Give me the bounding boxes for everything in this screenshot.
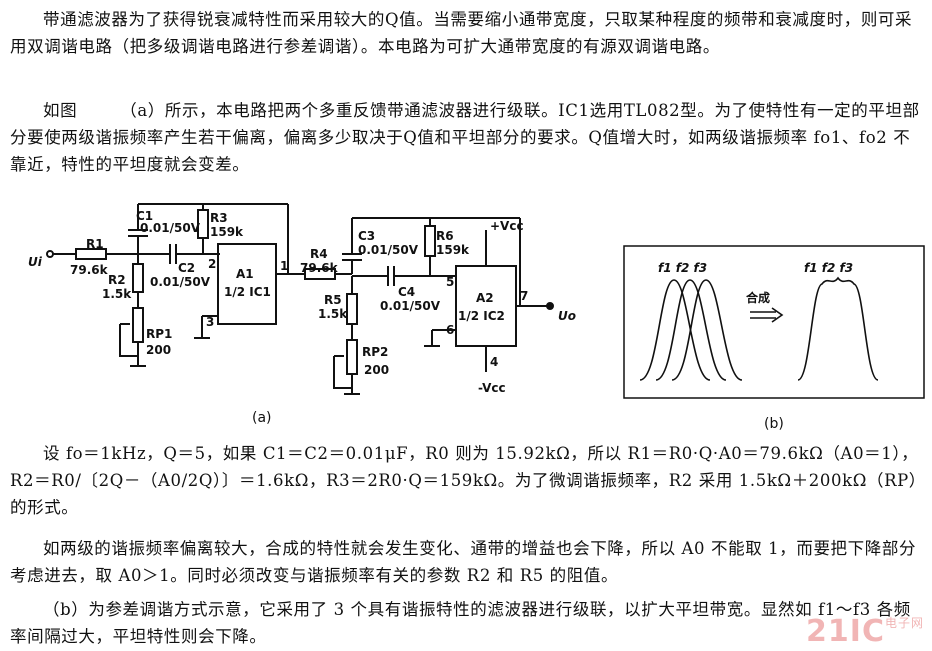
c2-value: 0.01/50V xyxy=(150,275,211,289)
paragraph-detuning-text: 如两级的谐振频率偏离较大，合成的特性就会发生变化、通带的增益也会下降，所以 A0… xyxy=(10,539,917,585)
figure-b-caption: (b) xyxy=(764,416,784,430)
a2-pin4: 4 xyxy=(490,355,498,369)
c4-value: 0.01/50V xyxy=(380,299,441,313)
paragraph-detuning: 如两级的谐振频率偏离较大，合成的特性就会发生变化、通带的增益也会下降，所以 A0… xyxy=(10,535,925,589)
c3-name: C3 xyxy=(358,229,375,243)
right-frequency-labels: f1 f2 f3 xyxy=(804,261,853,275)
vcc-positive: +Vcc xyxy=(490,219,524,233)
a1-pin1: 1 xyxy=(280,259,288,273)
a1-pin3: 3 xyxy=(206,315,214,329)
a1-pin2: 2 xyxy=(208,257,216,271)
c3-value: 0.01/50V xyxy=(358,243,419,257)
a2-value: 1/2 IC2 xyxy=(458,309,505,323)
stagger-tuning-figure: f1 f2 f3 f1 f2 f3 合成 (b) xyxy=(623,245,925,430)
circuit-diagram: Ui C1 0.01/50V R3 159k R1 79.6k C2 0.01/… xyxy=(28,203,576,426)
r3-name: R3 xyxy=(210,211,228,225)
paragraph-intro: 带通滤波器为了获得锐衰减特性而采用较大的Q值。当需要缩小通带宽度，只取某种程度的… xyxy=(10,6,925,60)
c2-name: C2 xyxy=(178,261,195,275)
figure-a-caption: (a) xyxy=(252,410,272,426)
vcc-negative: -Vcc xyxy=(478,381,506,395)
r1-name: R1 xyxy=(86,237,104,251)
a2-name: A2 xyxy=(476,291,494,305)
a2-pin7: 7 xyxy=(520,289,528,303)
a1-value: 1/2 IC1 xyxy=(224,285,271,299)
rp1-value: 200 xyxy=(146,343,171,357)
r1-value: 79.6k xyxy=(70,263,109,277)
paragraph-figure-b: （b）为参差调谐方式示意，它采用了 3 个具有谐振特性的滤波器进行级联，以扩大平… xyxy=(10,596,925,650)
a1-name: A1 xyxy=(236,267,254,281)
input-label: Ui xyxy=(28,255,43,269)
rp2-value: 200 xyxy=(364,363,389,377)
output-label: Uo xyxy=(558,309,576,323)
a2-pin5: 5 xyxy=(446,275,454,289)
watermark-sub: 电子网 xyxy=(884,616,924,630)
rp1-name: RP1 xyxy=(146,327,172,341)
watermark-brand: 21IC xyxy=(806,614,885,649)
r4-name: R4 xyxy=(310,247,328,261)
r2-name: R2 xyxy=(108,273,126,287)
paragraph-figure-b-text: （b）为参差调谐方式示意，它采用了 3 个具有谐振特性的滤波器进行级联，以扩大平… xyxy=(10,600,911,646)
paragraph-design-values-text: 设 fo＝1kHz，Q＝5，如果 C1＝C2＝0.01μF，R0 则为 15.9… xyxy=(10,444,919,517)
r4-value: 79.6k xyxy=(300,261,339,275)
c1-value: 0.01/50V xyxy=(140,221,201,235)
c4-name: C4 xyxy=(398,285,415,299)
r6-value: 159k xyxy=(436,243,470,257)
paragraph-circuit-desc-text: 如图 （a）所示，本电路把两个多重反馈带通滤波器进行级联。IC1选用TL082型… xyxy=(10,101,920,174)
left-frequency-labels: f1 f2 f3 xyxy=(658,261,707,275)
r2-value: 1.5k xyxy=(102,287,132,301)
r5-name: R5 xyxy=(324,293,342,307)
a2-pin6: 6 xyxy=(446,323,454,337)
r6-name: R6 xyxy=(436,229,454,243)
paragraph-circuit-desc: 如图 （a）所示，本电路把两个多重反馈带通滤波器进行级联。IC1选用TL082型… xyxy=(10,97,925,178)
watermark-logo: 21IC电子网 xyxy=(806,614,924,649)
synthesis-label: 合成 xyxy=(746,290,770,305)
r5-value: 1.5k xyxy=(318,307,348,321)
paragraph-intro-text: 带通滤波器为了获得锐衰减特性而采用较大的Q值。当需要缩小通带宽度，只取某种程度的… xyxy=(10,10,913,56)
rp2-name: RP2 xyxy=(362,345,388,359)
c1-name: C1 xyxy=(136,209,153,223)
r3-value: 159k xyxy=(210,225,244,239)
paragraph-design-values: 设 fo＝1kHz，Q＝5，如果 C1＝C2＝0.01μF，R0 则为 15.9… xyxy=(10,440,925,521)
